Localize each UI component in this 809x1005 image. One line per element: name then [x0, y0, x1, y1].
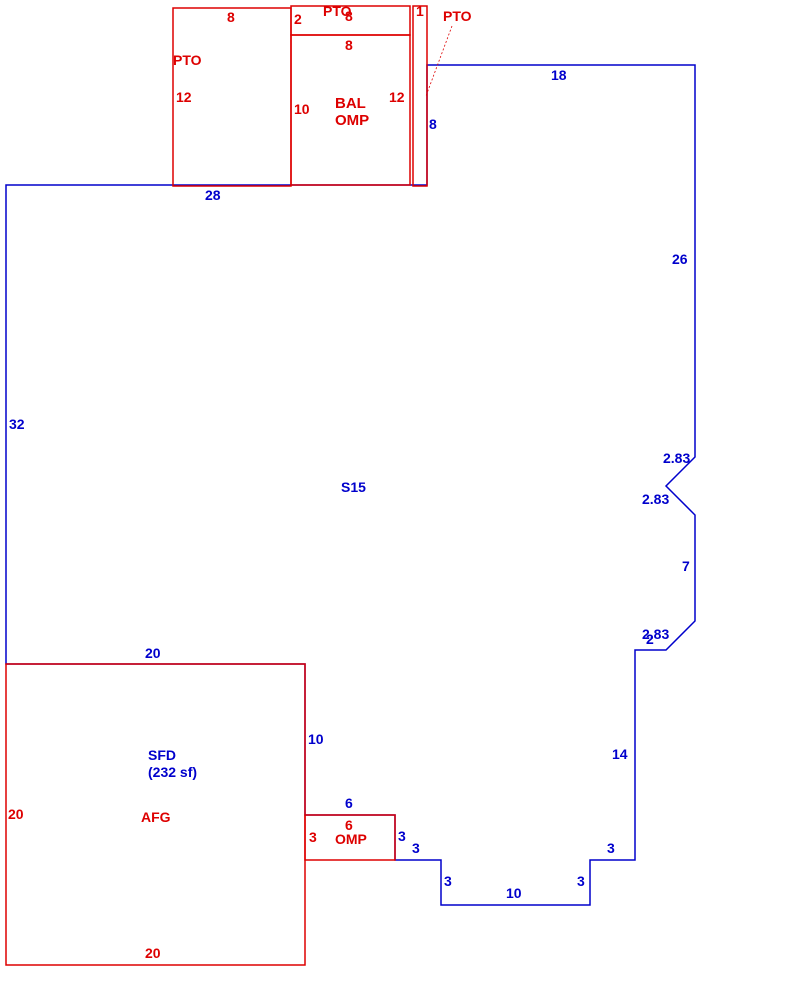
dim-upper-left-patio-left: 12: [176, 89, 192, 105]
dim-garage-bottom: 20: [145, 945, 161, 961]
dim-narrow-patio-top: 1: [416, 3, 424, 19]
dim-garage-left: 20: [8, 806, 24, 822]
dim-main-connector: 8: [429, 116, 437, 132]
balcony-code-line1: BAL: [335, 95, 366, 112]
dim-upper-left-patio-top: 8: [227, 9, 235, 25]
porch-outline: [304, 814, 396, 861]
balcony-code-line2: OMP: [335, 112, 369, 129]
dim-upper-strip-patio-left: 2: [294, 11, 302, 27]
dim-porch-left: 3: [309, 829, 317, 845]
narrow-patio-code: PTO: [443, 8, 472, 24]
dim-porch-right: 3: [398, 828, 406, 844]
dim-balcony-top: 8: [345, 37, 353, 53]
dim-main-step-right: 3: [607, 840, 615, 856]
narrow-patio-leader: [425, 25, 453, 97]
balcony-outline: [290, 34, 411, 186]
dim-porch-top-blue: 6: [345, 795, 353, 811]
garage-area: (232 sf): [148, 764, 197, 780]
dim-main-diag-a: 2.83: [663, 450, 690, 466]
dim-main-right-lower: 14: [612, 746, 628, 762]
dim-main-top-left: 28: [205, 187, 221, 203]
upper-strip-patio-code: PTO: [323, 3, 352, 19]
dim-main-drop-left: 3: [444, 873, 452, 889]
garage-code: SFD: [148, 747, 176, 763]
dim-main-diag-b: 2.83: [642, 491, 669, 507]
dim-main-left: 32: [9, 416, 25, 432]
dim-main-right-upper: 26: [672, 251, 688, 267]
dim-main-top-right: 18: [551, 67, 567, 83]
dim-main-drop-right: 3: [577, 873, 585, 889]
dim-balcony-left: 10: [294, 101, 310, 117]
porch-code: OMP: [335, 831, 367, 847]
dim-main-bottom: 10: [506, 885, 522, 901]
dim-main-diag-c: 2.83: [642, 626, 669, 642]
dim-upper-strip-patio-top: 8: [345, 8, 353, 24]
narrow-patio-outline: [412, 5, 428, 187]
upper-left-patio-code: PTO: [173, 52, 202, 68]
dim-main-right-mid: 7: [682, 558, 690, 574]
main-area-code: S15: [341, 479, 366, 495]
dim-main-step-left: 3: [412, 840, 420, 856]
garage-sub-code: AFG: [141, 809, 171, 825]
dim-garage-top: 20: [145, 645, 161, 661]
dim-main-step-small: 2: [646, 631, 654, 647]
dim-balcony-right: 12: [389, 89, 405, 105]
dim-porch-top-red: 6: [345, 817, 353, 833]
dim-garage-right: 10: [308, 731, 324, 747]
